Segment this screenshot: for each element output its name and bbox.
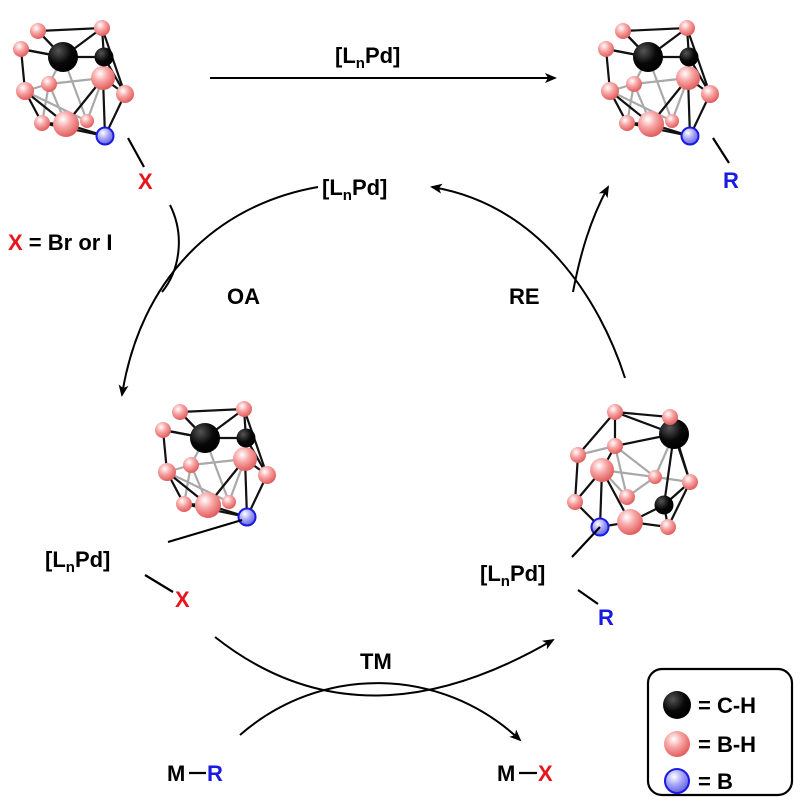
carbon-atom-icon xyxy=(663,691,691,719)
pd-cage-bond-left xyxy=(167,518,243,544)
starting-carborane-cage xyxy=(11,18,136,146)
halide-bond xyxy=(127,137,145,168)
legend-label-boron-hydride: = B-H xyxy=(698,732,756,757)
cycle-arc-oa xyxy=(118,186,319,397)
pd-complex-right-label: [LnPd] xyxy=(480,561,545,590)
tm-intermediate-cage xyxy=(565,402,700,537)
legend: = C-H = B-H = B xyxy=(646,667,794,797)
substrate-entry-arrow xyxy=(161,204,180,293)
product-exit-arrow xyxy=(572,185,609,293)
pd-halide-label: X xyxy=(175,587,190,612)
cycle-arc-re-to-catalyst xyxy=(430,183,626,379)
halide-definition: X = Br or I xyxy=(8,230,113,255)
oa-step-label: OA xyxy=(227,284,260,309)
pd-r-label: R xyxy=(598,605,614,630)
catalyst-label: [LnPd] xyxy=(322,175,387,204)
organometallic-reagent: M xyxy=(167,761,185,786)
boron-atom-icon xyxy=(664,768,690,794)
oa-intermediate-cage xyxy=(153,399,278,527)
tm-step-label: TM xyxy=(360,649,392,674)
re-step-label: RE xyxy=(509,284,540,309)
mx-x-label: X xyxy=(538,761,553,786)
metal-halide-byproduct: M xyxy=(497,761,515,786)
transmetalation-arrow xyxy=(214,636,555,697)
product-carborane-cage xyxy=(596,18,721,146)
product-r-label: R xyxy=(723,168,739,193)
mr-to-mx-arrow xyxy=(239,682,522,742)
mr-r-label: R xyxy=(207,761,223,786)
legend-label-carbon: = C-H xyxy=(698,693,756,718)
pd-cage-bond-right xyxy=(571,526,601,558)
boron-hydride-atom-icon xyxy=(664,731,690,757)
pd-complex-left-label: [LnPd] xyxy=(45,547,110,576)
pd-x-bond xyxy=(144,574,174,593)
pd-r-bond xyxy=(577,589,599,605)
start-halide-label: X xyxy=(138,169,153,194)
product-r-bond xyxy=(712,137,730,164)
legend-label-boron: = B xyxy=(698,769,733,794)
top-arrow-catalyst-label: [LnPd] xyxy=(335,43,400,72)
